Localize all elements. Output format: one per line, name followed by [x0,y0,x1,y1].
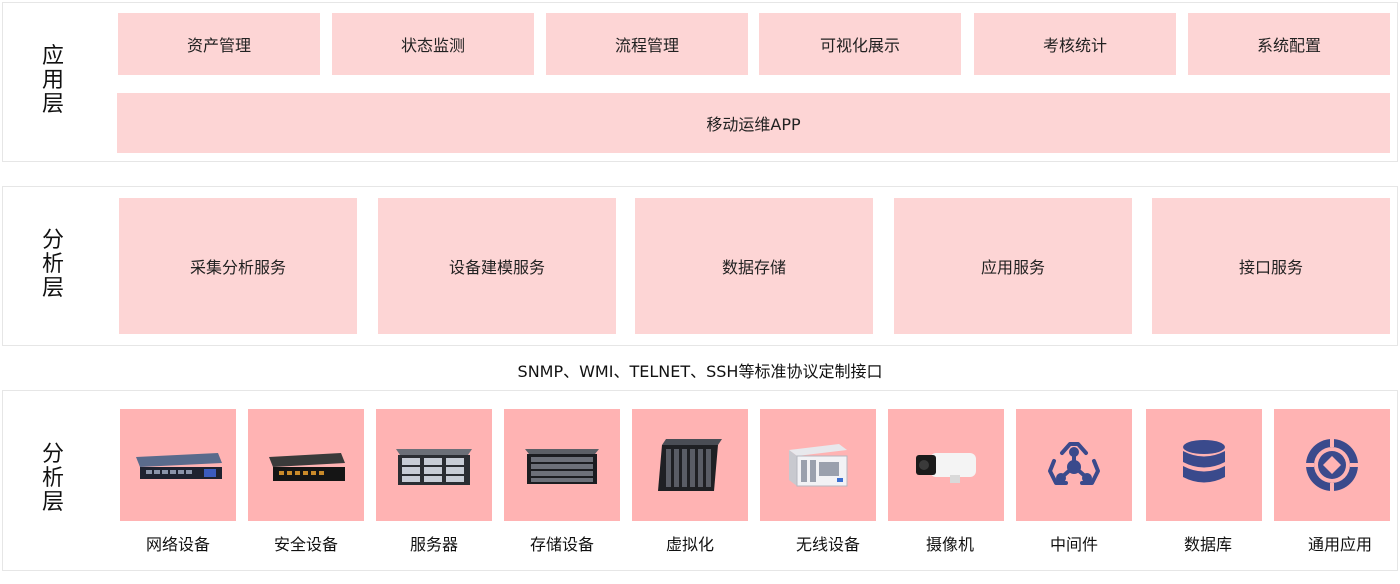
service-application[interactable]: 应用服务 [894,198,1132,334]
device-label-camera: 摄像机 [925,535,974,554]
device-tile-network[interactable] [120,409,236,521]
module-assessment-statistics[interactable]: 考核统计 [974,13,1176,75]
database-icon [1183,440,1225,483]
device-label-database: 数据库 [1183,535,1232,554]
module-visualization[interactable]: 可视化展示 [759,13,961,75]
middleware-icon [1048,442,1100,485]
device-label-server: 服务器 [409,535,458,554]
device-layer-label: 分 析 层 [41,442,64,515]
device-label-general-app: 通用应用 [1307,535,1372,554]
service-collection-analysis[interactable]: 采集分析服务 [119,198,357,334]
general-app-icon [1304,437,1360,493]
device-tile-general-app[interactable] [1274,409,1390,521]
device-label-network: 网络设备 [145,535,210,554]
wireless-controller-icon [789,444,848,487]
service-data-storage[interactable]: 数据存储 [635,198,873,334]
protocol-text: SNMP、WMI、TELNET、SSH等标准协议定制接口 [517,362,883,381]
device-label-storage: 存储设备 [529,535,594,554]
device-label-virtualization: 虚拟化 [665,535,714,554]
server-icon [396,449,472,485]
device-tile-database[interactable] [1146,409,1262,521]
device-layer: 分 析 层 网络设备 安全设备 [2,390,1398,571]
application-layer-label: 应 用 层 [41,44,64,117]
device-label-middleware: 中间件 [1049,535,1098,554]
service-interface[interactable]: 接口服务 [1152,198,1390,334]
device-tile-storage[interactable] [504,409,620,521]
mobile-ops-app[interactable]: 移动运维APP [117,93,1390,153]
analysis-layer-label: 分 析 层 [41,228,64,301]
module-system-config[interactable]: 系统配置 [1188,13,1390,75]
device-label-wireless: 无线设备 [795,535,860,554]
storage-array-icon [525,449,599,484]
device-tile-virtualization[interactable] [632,409,748,521]
device-tile-middleware[interactable] [1016,409,1132,521]
device-tile-wireless[interactable] [760,409,876,521]
firewall-appliance-icon [269,453,345,481]
device-label-security: 安全设备 [273,535,338,554]
device-tile-camera[interactable] [888,409,1004,521]
analysis-layer: 分 析 层 采集分析服务 设备建模服务 数据存储 应用服务 接口服务 [2,186,1398,346]
module-status-monitoring[interactable]: 状态监测 [332,13,534,75]
module-process-management[interactable]: 流程管理 [546,13,748,75]
device-tile-security[interactable] [248,409,364,521]
service-device-modeling[interactable]: 设备建模服务 [378,198,616,334]
device-tile-server[interactable] [376,409,492,521]
network-switch-icon [136,453,222,479]
application-layer: 应 用 层 资产管理 状态监测 流程管理 可视化展示 考核统计 系统配置 移动运… [2,2,1398,162]
blade-chassis-icon [658,439,722,491]
module-asset-management[interactable]: 资产管理 [118,13,320,75]
camera-icon [916,453,976,483]
